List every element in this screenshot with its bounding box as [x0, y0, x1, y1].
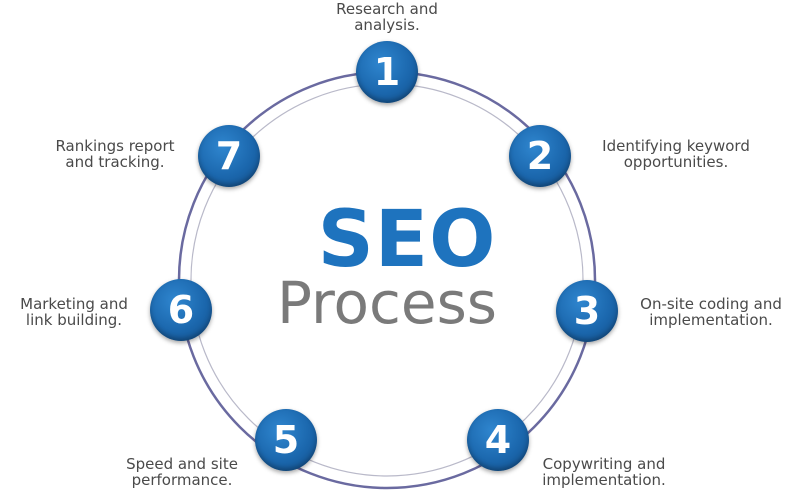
- step-5-node: 5: [255, 409, 317, 471]
- step-4-node: 4: [467, 409, 529, 471]
- step-2-label-line1: Identifying keyword: [602, 137, 750, 155]
- step-5-label-line1: Speed and site: [126, 455, 238, 473]
- step-7-label: Rankings report and tracking.: [55, 138, 174, 170]
- step-7-label-line2: and tracking.: [65, 153, 165, 171]
- step-6-label-line2: link building.: [25, 311, 123, 329]
- step-1-label-line2: analysis.: [354, 16, 420, 34]
- step-1-node: 1: [356, 41, 418, 103]
- step-6-label-line1: Marketing and: [20, 295, 128, 313]
- step-2-label-line2: opportunities.: [623, 153, 729, 171]
- step-3-label-line2: implementation.: [649, 311, 773, 329]
- step-5-label: Speed and site performance.: [126, 456, 238, 488]
- step-3-label-line1: On-site coding and: [640, 295, 782, 313]
- step-7-label-line1: Rankings report: [55, 137, 175, 155]
- step-4-label: Copywriting and implementation.: [542, 456, 666, 488]
- step-4-label-line1: Copywriting and: [542, 455, 666, 473]
- step-2-label: Identifying keyword opportunities.: [602, 138, 750, 170]
- step-6-label: Marketing and link building.: [20, 296, 128, 328]
- step-1-label: Research and analysis.: [336, 1, 438, 33]
- diagram-subtitle: Process: [276, 269, 498, 337]
- diagram-title: SEO: [317, 195, 497, 285]
- step-2-node: 2: [509, 125, 571, 187]
- step-1-label-line1: Research and: [336, 0, 438, 18]
- step-7-node: 7: [198, 125, 260, 187]
- step-6-node: 6: [150, 279, 212, 341]
- step-5-label-line2: performance.: [131, 471, 233, 489]
- step-3-node: 3: [556, 280, 618, 342]
- step-4-label-line2: implementation.: [542, 471, 666, 489]
- step-3-label: On-site coding and implementation.: [640, 296, 782, 328]
